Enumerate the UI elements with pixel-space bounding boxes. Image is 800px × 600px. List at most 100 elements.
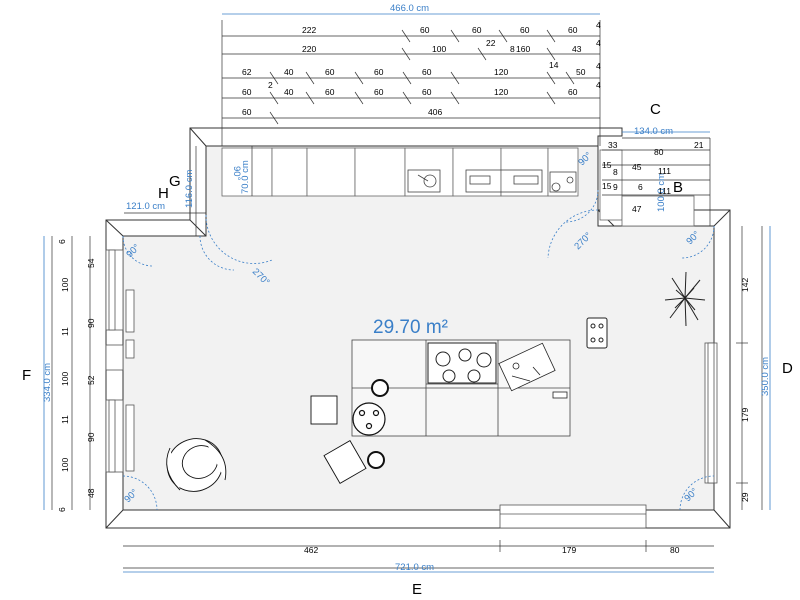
b-11: 6: [638, 182, 643, 192]
dim-left-total: 334.0 cm: [42, 363, 53, 402]
wall-label-h: H: [158, 185, 169, 202]
dimension-lines: [51, 20, 763, 569]
t2-3: 8: [510, 44, 515, 54]
small-table: [352, 402, 386, 436]
r-2: 29: [740, 492, 750, 502]
t3-5: 120: [494, 67, 508, 77]
t3-7: 50: [576, 67, 586, 77]
bt-1: 179: [562, 545, 576, 555]
t3-6: 14: [549, 60, 559, 70]
l-5: 52: [86, 375, 96, 385]
b-1: 80: [654, 147, 664, 157]
dim-bottom-total: 721.0 cm: [395, 562, 434, 573]
t5-1: 406: [428, 107, 442, 117]
b-4: 45: [632, 162, 642, 172]
t2-1: 100: [432, 44, 446, 54]
wall-label-c: C: [650, 101, 661, 118]
door-arcs: [122, 189, 715, 511]
cooktop: [427, 342, 497, 384]
t1-1: 60: [420, 25, 430, 35]
t3-1: 40: [284, 67, 294, 77]
t4-4: 60: [374, 87, 384, 97]
plant: [664, 271, 706, 327]
tap-fixture: [549, 171, 577, 193]
l-4: 90: [86, 318, 96, 328]
dim-g-depth: 70.0 cm: [240, 160, 251, 194]
t4-0: 60: [242, 87, 252, 97]
stools: [367, 379, 389, 469]
socket: [586, 317, 608, 349]
dim-b-wall: 134.0 cm: [634, 126, 673, 137]
l-1: 54: [86, 258, 96, 268]
t4-2: 40: [284, 87, 294, 97]
l-10: 48: [86, 488, 96, 498]
b-3: 15: [602, 160, 612, 170]
t3-8: 4: [596, 61, 601, 71]
top-cabinets: [221, 147, 579, 197]
wall-label-b: B: [673, 179, 683, 196]
armchair: [166, 438, 227, 492]
b-7: 111: [658, 186, 671, 196]
t3-3: 60: [374, 67, 384, 77]
l-8: 90: [86, 432, 96, 442]
bt-0: 462: [304, 545, 318, 555]
right-window: [704, 342, 718, 484]
b-0: 33: [608, 140, 618, 150]
t4-8: 4: [596, 80, 601, 90]
bt-2: 80: [670, 545, 680, 555]
l-3: 11: [60, 327, 70, 336]
cutting-board: [498, 342, 556, 392]
t2-4: 160: [516, 44, 530, 54]
l-6: 100: [60, 372, 70, 386]
wall-label-d: D: [782, 360, 793, 377]
l-7: 11: [60, 415, 70, 424]
b-10: 9: [613, 182, 618, 192]
dim-top-total: 466.0 cm: [390, 3, 429, 14]
dim-g-wall: 116.0 cm: [184, 170, 195, 208]
t1-5: 4: [596, 20, 601, 30]
wall-label-e: E: [412, 581, 422, 598]
t2-2: 22: [486, 38, 496, 48]
bottom-window: [499, 504, 647, 529]
t1-4: 60: [568, 25, 578, 35]
b-9: 8: [613, 167, 618, 177]
t4-7: 60: [568, 87, 578, 97]
t3-0: 62: [242, 67, 252, 77]
t3-2: 60: [325, 67, 335, 77]
sink: [407, 169, 441, 193]
l-9: 100: [60, 458, 70, 472]
range-hood: [465, 169, 543, 193]
chairs: [310, 395, 367, 484]
total-dimension-lines: [43, 13, 771, 573]
left-windows: [105, 249, 124, 473]
dim-h-wall: 121.0 cm: [126, 201, 165, 212]
b-2: 21: [694, 140, 704, 150]
t1-0: 222: [302, 25, 316, 35]
t5-0: 60: [242, 107, 252, 117]
left-radiators: [125, 289, 135, 472]
t2-0: 220: [302, 44, 316, 54]
l-0: 6: [57, 239, 67, 244]
t4-5: 60: [422, 87, 432, 97]
t2-5: 43: [572, 44, 582, 54]
t4-6: 120: [494, 87, 508, 97]
b-5: 111: [658, 166, 671, 176]
t3-4: 60: [422, 67, 432, 77]
t2-6: 4: [596, 38, 601, 48]
t1-2: 60: [472, 25, 482, 35]
r-0: 142: [740, 278, 750, 292]
b-8: 47: [632, 204, 642, 214]
r-1: 179: [740, 408, 750, 422]
bottle: [552, 391, 568, 399]
t1-3: 60: [520, 25, 530, 35]
b-6: 15: [602, 181, 612, 191]
l-11: 6: [57, 507, 67, 512]
dim-right-total: 350.0 cm: [760, 357, 771, 396]
dim-b-depth: 100.0 cm: [656, 173, 667, 212]
l-2: 100: [60, 278, 70, 292]
angle-3: 90°: [231, 166, 242, 181]
wall-label-f: F: [22, 367, 31, 384]
t4-3: 60: [325, 87, 335, 97]
t4-1: 2: [268, 80, 273, 90]
